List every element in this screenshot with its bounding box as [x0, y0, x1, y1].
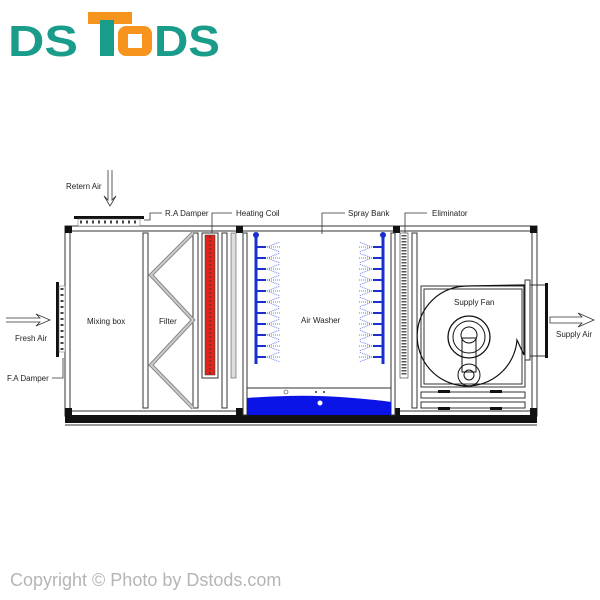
label-heating-coil: Heating Coil — [236, 209, 280, 218]
label-eliminator: Eliminator — [432, 209, 468, 218]
spray-pattern — [266, 296, 281, 308]
label-supply-fan: Supply Fan — [454, 298, 494, 307]
label-spray-bank: Spray Bank — [348, 209, 390, 218]
spray-pattern — [266, 285, 281, 297]
fresh-air-arrow — [6, 313, 52, 327]
outlet-flange — [545, 283, 548, 358]
copyright-notice: Copyright © Photo by Dstods.com — [10, 570, 282, 590]
supply-air-arrow — [549, 312, 595, 328]
return-air-arrow — [103, 170, 117, 207]
svg-text:DS: DS — [8, 17, 78, 61]
label-fresh-air: Fresh Air — [15, 334, 47, 343]
spray-pattern — [358, 296, 373, 308]
label-supply-air: Supply Air — [556, 330, 592, 339]
spray-pattern — [358, 318, 373, 330]
label-ra-damper: R.A Damper — [165, 209, 209, 218]
frame-corners — [65, 226, 537, 415]
label-filter: Filter — [159, 317, 177, 326]
spray-pattern — [266, 274, 281, 286]
spray-pattern — [358, 263, 373, 275]
supply-fan — [416, 284, 526, 409]
label-return-air: Retern Air — [66, 182, 102, 191]
spray-pattern — [358, 252, 373, 264]
spray-pattern — [266, 340, 281, 352]
fa-damper-plate — [56, 282, 59, 357]
spray-pattern — [266, 329, 281, 341]
spray-pattern — [266, 263, 281, 275]
water-basin — [247, 395, 391, 415]
spray-pattern — [266, 351, 281, 363]
spray-header-cap — [253, 232, 259, 238]
spray-pattern — [358, 274, 373, 286]
spray-pattern — [266, 252, 281, 264]
spray-pattern — [266, 241, 281, 253]
spray-pattern — [266, 318, 281, 330]
label-air-washer: Air Washer — [301, 316, 341, 325]
spray-pattern — [266, 307, 281, 319]
spray-bank — [253, 232, 386, 364]
spray-pattern — [358, 329, 373, 341]
spray-pattern — [358, 340, 373, 352]
label-mixing-box: Mixing box — [87, 317, 125, 326]
spray-header-cap — [380, 232, 386, 238]
spray-pattern — [358, 285, 373, 297]
svg-text:DS: DS — [154, 17, 220, 61]
ra-damper-plate — [74, 216, 144, 219]
spray-pattern — [358, 307, 373, 319]
label-fa-damper: F.A Damper — [7, 374, 49, 383]
base-frame — [65, 415, 537, 423]
dstods-logo: DS DS — [8, 12, 220, 61]
spray-pattern — [358, 241, 373, 253]
spray-pattern — [358, 351, 373, 363]
